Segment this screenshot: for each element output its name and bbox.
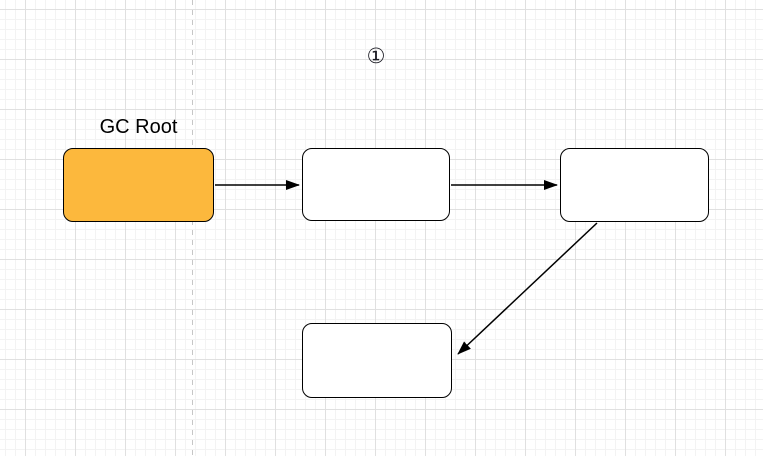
gc-root-label: GC Root (99, 116, 178, 138)
edge-node3-to-node4[interactable] (457, 222, 598, 355)
node-gc-root[interactable] (63, 148, 214, 222)
node-3[interactable] (560, 148, 709, 222)
node-2[interactable] (302, 148, 450, 221)
node-4[interactable] (302, 323, 452, 398)
page-boundary-guide (192, 0, 193, 456)
circled-number-annotation[interactable]: ① (366, 44, 386, 68)
